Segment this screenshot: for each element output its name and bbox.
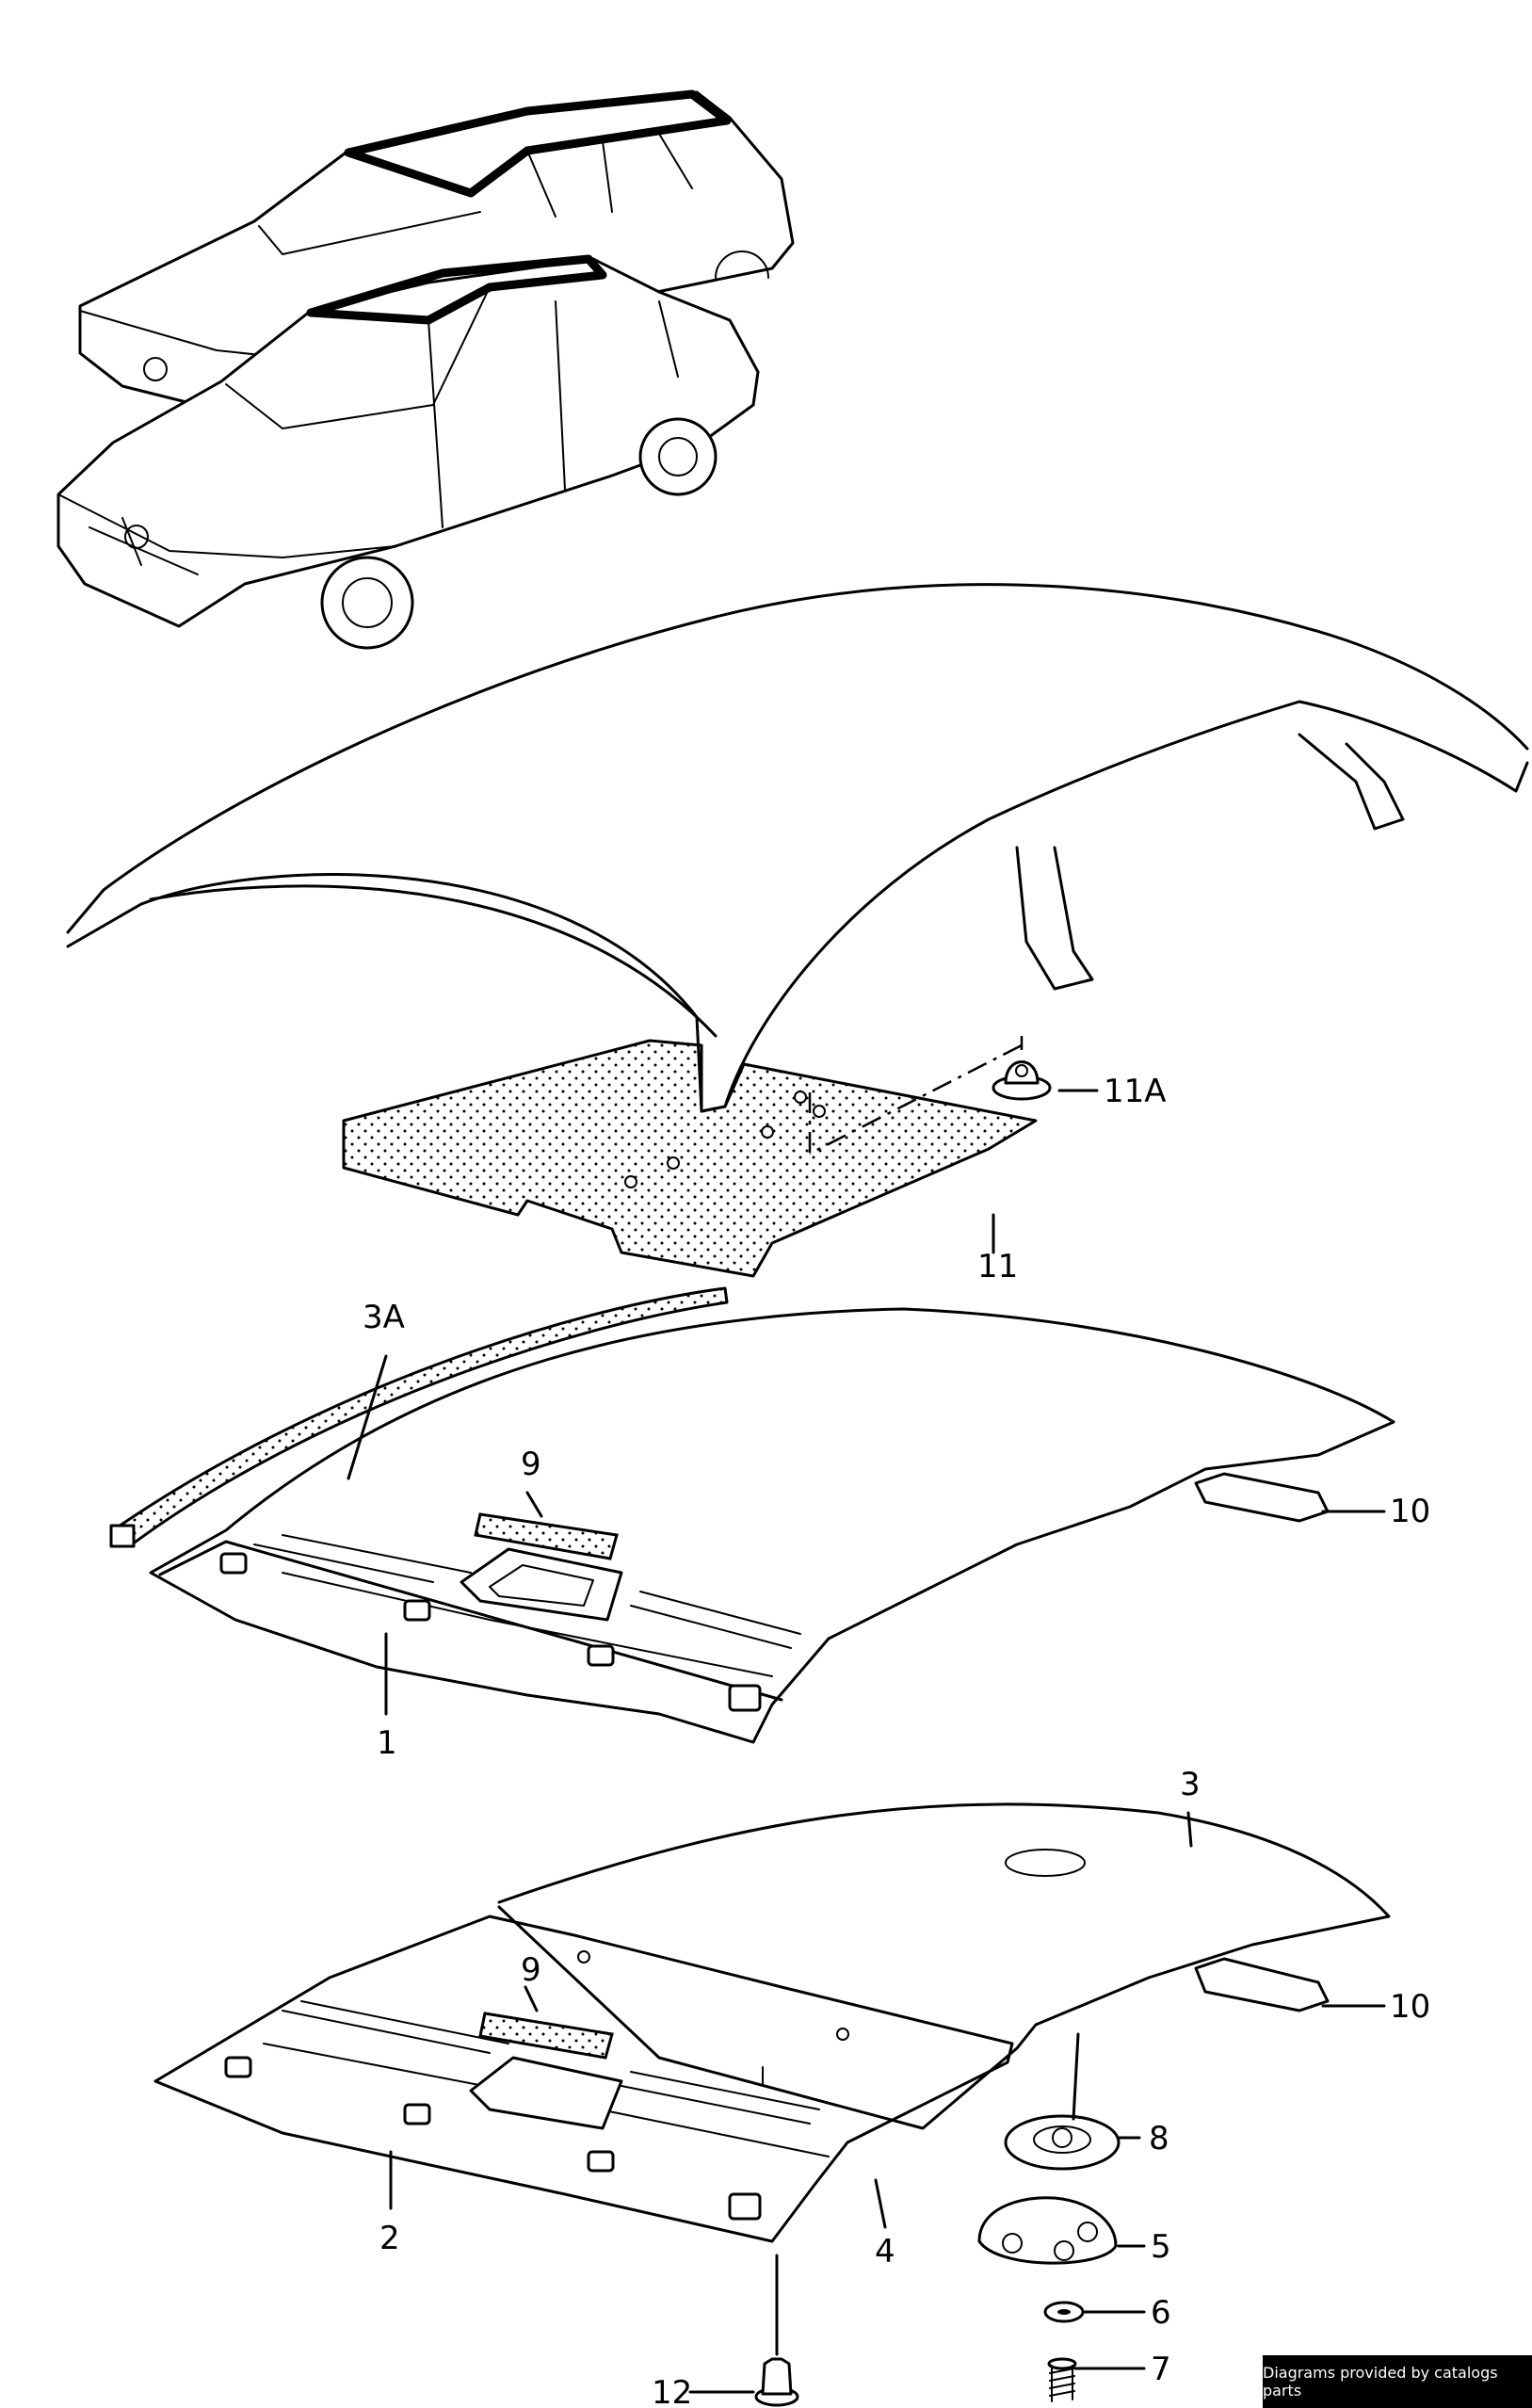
- cap-8-icon: [1004, 2114, 1121, 2171]
- callout-5: 5: [1151, 2228, 1171, 2266]
- headliner-1: [149, 1307, 1395, 1744]
- insulation-mat: [342, 1036, 1038, 1278]
- sedan-car-illustration: [56, 254, 760, 650]
- headliner-2: [153, 1915, 1014, 2243]
- callout-3a: 3A: [363, 1299, 405, 1336]
- pad-9-lower: [478, 2012, 614, 2060]
- leader-lines: [347, 1089, 1386, 2394]
- roof-panel-3: [497, 1802, 1391, 2130]
- callout-3: 3: [1180, 1766, 1201, 1803]
- estate-car-illustration: [78, 89, 795, 407]
- seal-strip-3a: [109, 1286, 729, 1548]
- callout-4: 4: [875, 2233, 895, 2271]
- strip-10-lower: [1194, 1957, 1330, 2012]
- callout-12: 12: [652, 2374, 692, 2408]
- callout-9-upper: 9: [521, 1446, 541, 1483]
- callout-11a: 11A: [1104, 1073, 1167, 1110]
- washer-6-icon: [1043, 2301, 1085, 2323]
- callout-9-lower: 9: [521, 1951, 541, 1989]
- cover-5-icon: [977, 2196, 1118, 2265]
- callout-10-upper: 10: [1390, 1493, 1430, 1530]
- footer-credit: Diagrams provided by catalogs parts: [1263, 2355, 1532, 2408]
- pad-9-upper: [474, 1512, 619, 1560]
- callout-11: 11: [977, 1248, 1018, 1285]
- callout-2: 2: [379, 2220, 400, 2257]
- callout-7: 7: [1151, 2351, 1171, 2388]
- screw-7-icon: [1047, 2357, 1077, 2402]
- callout-8: 8: [1149, 2120, 1169, 2158]
- callout-6: 6: [1151, 2294, 1171, 2332]
- roof-body-shell: [66, 583, 1529, 1113]
- clip-12-icon: [754, 2357, 799, 2407]
- callout-10-lower: 10: [1390, 1988, 1430, 2026]
- clip-11a-icon: [992, 1060, 1052, 1101]
- callout-1: 1: [377, 1724, 397, 1762]
- strip-10-upper: [1194, 1472, 1330, 1523]
